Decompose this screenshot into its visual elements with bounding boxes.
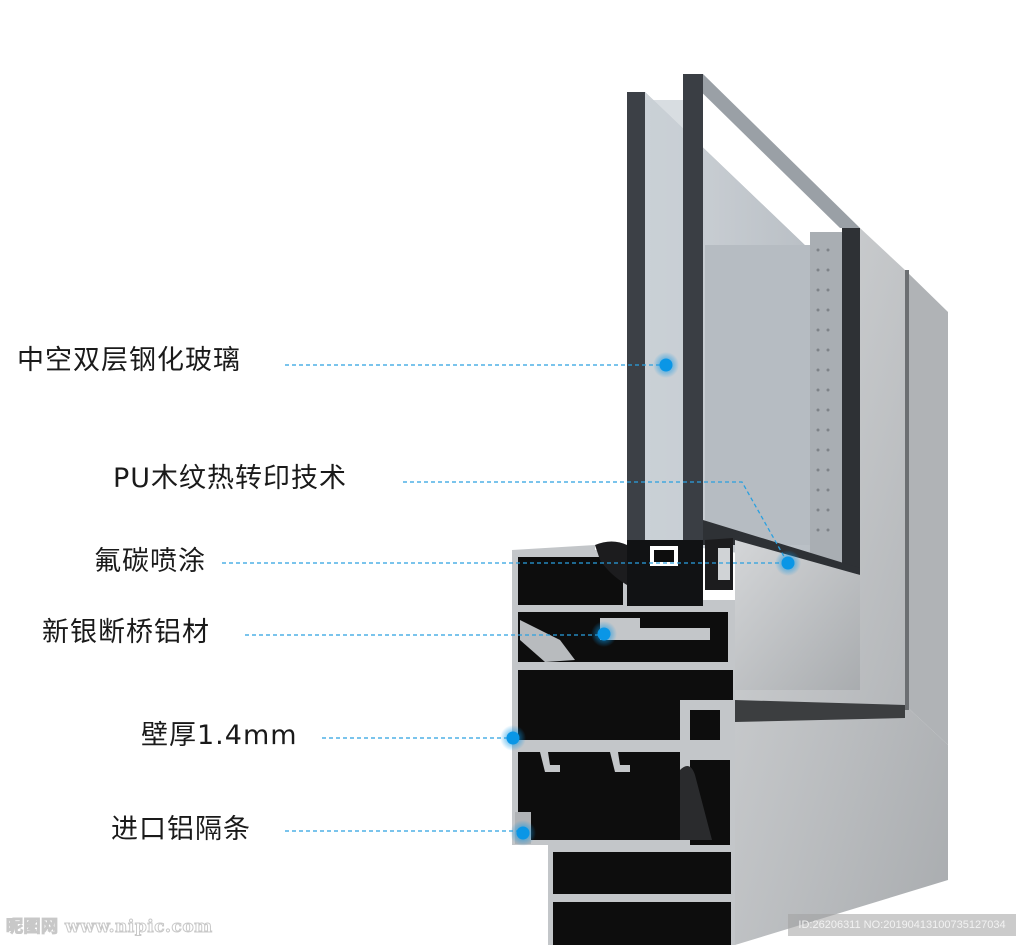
dot-thermal-break <box>591 621 617 647</box>
watermark-id: ID:26206311 NO:20190413100735127034 <box>788 914 1016 936</box>
callout-thermal-break-aluminum: 新银断桥铝材 <box>42 617 210 648</box>
leader-line-pu-wood-grain <box>403 481 787 561</box>
callout-fluorocarbon-coating: 氟碳喷涂 <box>94 546 206 577</box>
insulated-glass-unit <box>627 74 860 632</box>
callout-wall-thickness: 壁厚1.4mm <box>141 720 298 751</box>
glazing-bead <box>703 520 860 690</box>
leader-lines <box>222 364 787 832</box>
watermark-site: 昵图网 www.nipic.com <box>6 917 213 938</box>
profile-section <box>512 538 735 945</box>
dot-wall-thickness <box>500 725 526 751</box>
dot-insulated-glass <box>653 352 679 378</box>
dot-pu-wood-grain <box>775 550 801 576</box>
dot-imported-spacer <box>510 820 536 846</box>
callout-dots <box>500 352 801 846</box>
spacer-perforation <box>816 248 830 532</box>
callout-pu-wood-grain: PU木纹热转印技术 <box>113 463 348 494</box>
callout-imported-spacer: 进口铝隔条 <box>111 814 251 845</box>
callout-insulated-glass: 中空双层钢化玻璃 <box>17 345 241 376</box>
